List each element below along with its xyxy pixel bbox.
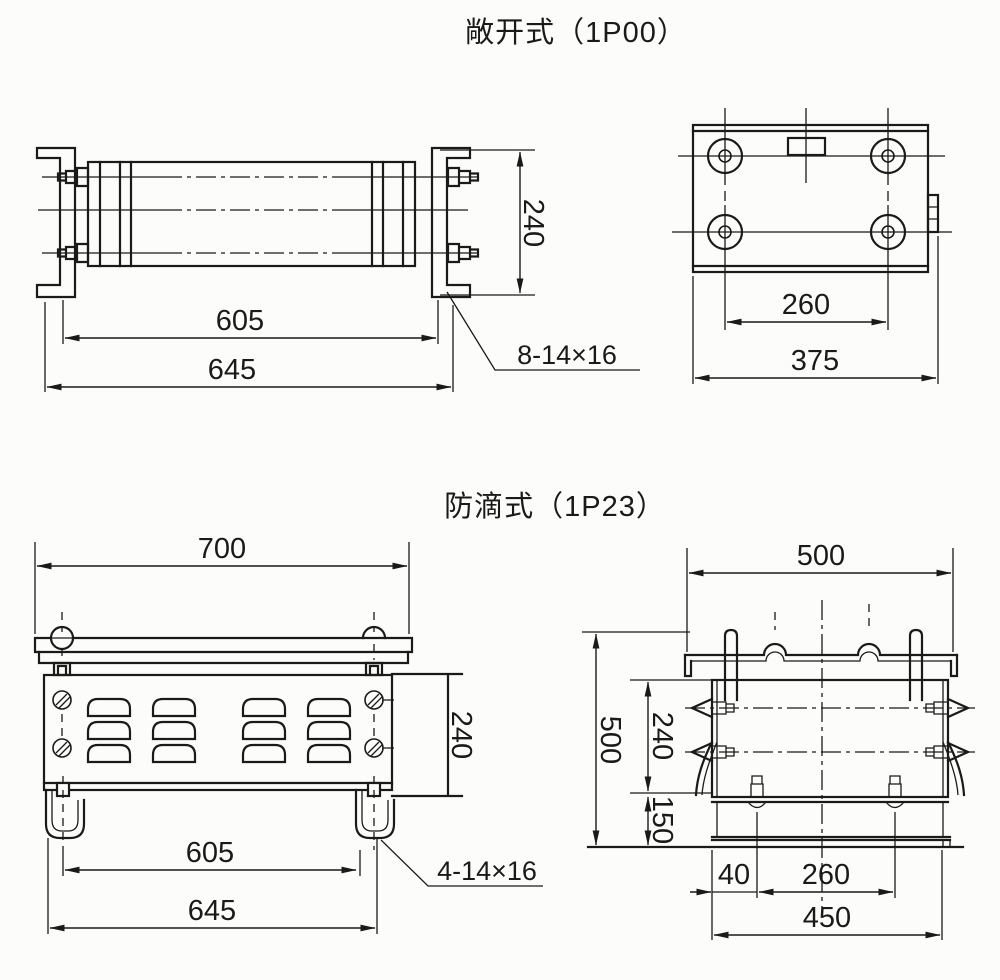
- dim-drip-side-base-height: 150: [644, 796, 678, 846]
- dim-side-hole-spacing-label: 260: [782, 289, 830, 321]
- dim-drip-height-label: 240: [445, 711, 477, 759]
- dim-drip-side-body-height-label: 240: [646, 712, 678, 760]
- leader-drip-holes-label: 4-14×16: [437, 856, 537, 886]
- front-leg-curves: [694, 740, 966, 797]
- dim-drip-side-cover-width: 500: [686, 540, 954, 652]
- dim-drip-outer-width: 645: [49, 895, 376, 932]
- dim-bolt-spacing-label: 260: [802, 859, 850, 891]
- drip-type-front-view: 700: [33, 533, 543, 934]
- dim-drip-side-body-height: 240: [630, 679, 712, 794]
- dim-drip-cover-width-label: 700: [198, 533, 246, 565]
- dim-drip-side-overall-height: 500: [582, 631, 690, 846]
- drip-type-title: 防滴式（1P23）: [444, 490, 666, 523]
- cover-studs: [723, 628, 924, 702]
- dim-drip-side-bottom: 40 260 450: [690, 812, 943, 940]
- louvered-box: [42, 673, 394, 792]
- dim-side-width: 375: [692, 236, 939, 384]
- leader-drip-holes: 4-14×16: [380, 839, 543, 887]
- left-bracket: [35, 146, 77, 299]
- resistor-body: [86, 160, 417, 268]
- mounting-feet: [44, 776, 396, 850]
- terminal-nuts: [56, 166, 480, 264]
- louver-grid: [86, 697, 352, 764]
- dim-open-inner-width-label: 605: [216, 305, 264, 337]
- open-type-title: 敞开式（1P00）: [465, 16, 687, 49]
- drip-side-cover: [683, 642, 959, 678]
- center-lines: [672, 108, 952, 330]
- panel-screws: [52, 690, 394, 758]
- terminal-rods: [38, 176, 478, 254]
- dim-open-inner-width: 605: [62, 300, 439, 344]
- dim-side-width-label: 375: [791, 345, 839, 377]
- dim-base-width-label: 450: [803, 902, 851, 934]
- leader-open-holes-label: 8-14×16: [517, 340, 617, 370]
- dim-open-outer-width: 645: [44, 302, 454, 392]
- dim-drip-side-cover-width-label: 500: [797, 540, 845, 572]
- dim-drip-cover-width: 700: [34, 533, 410, 634]
- dim-drip-inner-width: 605: [47, 837, 378, 934]
- dim-side-hole-spacing: 260: [726, 289, 887, 326]
- base-bolts: [747, 775, 905, 809]
- open-type-side-view: 260 375: [672, 108, 952, 384]
- side-terminals: [685, 697, 975, 763]
- dim-open-height: 240: [440, 149, 549, 296]
- dim-drip-side-base-height-label: 150: [646, 796, 678, 844]
- stud-centerlines: [774, 604, 870, 630]
- dim-open-outer-width-label: 645: [208, 354, 256, 386]
- dim-edge-to-bolt-label: 40: [718, 859, 750, 891]
- cover-tabs: [52, 661, 384, 677]
- open-type-front-view: 240 605 645 8-14×16: [35, 146, 640, 392]
- dim-drip-outer-width-label: 645: [188, 895, 236, 927]
- drip-side-box: [586, 678, 965, 849]
- dim-open-height-label: 240: [517, 199, 549, 247]
- dim-drip-inner-width-label: 605: [186, 837, 234, 869]
- drip-type-side-view: 500: [582, 540, 975, 940]
- side-panel: 240: [390, 672, 477, 798]
- right-bracket: [430, 146, 472, 299]
- dim-drip-side-overall-height-label: 500: [594, 716, 626, 764]
- drip-cover: [33, 612, 414, 665]
- leader-open-holes: 8-14×16: [446, 291, 640, 371]
